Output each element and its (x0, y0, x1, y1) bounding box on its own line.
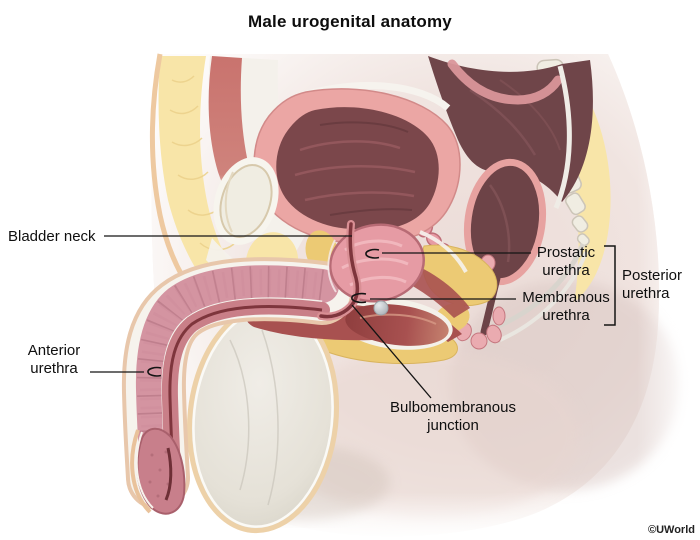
bulbospongiosus (345, 304, 449, 346)
brace-prostatic-urethra (365, 248, 380, 259)
penile-urethra (168, 305, 323, 471)
label-anterior-urethra: Anterior urethra (27, 342, 81, 377)
bone-shade (224, 171, 234, 233)
copyright-text: ©UWorld (647, 524, 695, 536)
leader-bulbomembranous-junction (351, 304, 432, 399)
label-posterior-urethra: Posterior urethra (622, 267, 683, 302)
bowel-region (298, 56, 593, 209)
label-membranous-urethra: Membranous urethra (522, 289, 610, 324)
presacral-fascia (553, 65, 572, 209)
penis (121, 257, 354, 515)
page-title: Male urogenital anatomy (248, 12, 452, 31)
foreskin-inner (135, 431, 154, 509)
urethral-meatus (164, 447, 173, 501)
label-bulbomembranous-junction: Bulbomembranous junction (390, 399, 516, 434)
pelvic-fascia-band (497, 243, 586, 329)
scrotum-texture (229, 329, 279, 506)
abdominal-fat (158, 56, 258, 318)
rectum-streak (488, 184, 511, 263)
bowel-streak (469, 88, 537, 156)
bowel-fold (447, 59, 563, 105)
bladder-wrinkles (294, 140, 416, 202)
brace-anterior-urethra (147, 366, 162, 377)
bulb-highlight (359, 313, 437, 325)
bulbourethral-gland (373, 300, 389, 316)
scrotum (186, 302, 390, 534)
label-bladder-neck: Bladder neck (8, 228, 96, 245)
bladder-wrinkles-dark (319, 121, 413, 216)
brace-membranous-urethra (351, 292, 367, 304)
label-prostatic-urethra: Prostatic urethra (536, 244, 596, 279)
bladder (253, 88, 461, 244)
prostate-capsule-highlight (327, 239, 337, 293)
bowel-streak2 (499, 79, 561, 151)
pelvic-fascia-band2 (499, 251, 588, 342)
posterior-urethra-bracket (604, 245, 616, 326)
annotations (90, 235, 616, 399)
foreskin (130, 429, 152, 514)
rectoprostatic-fascia (419, 230, 468, 273)
